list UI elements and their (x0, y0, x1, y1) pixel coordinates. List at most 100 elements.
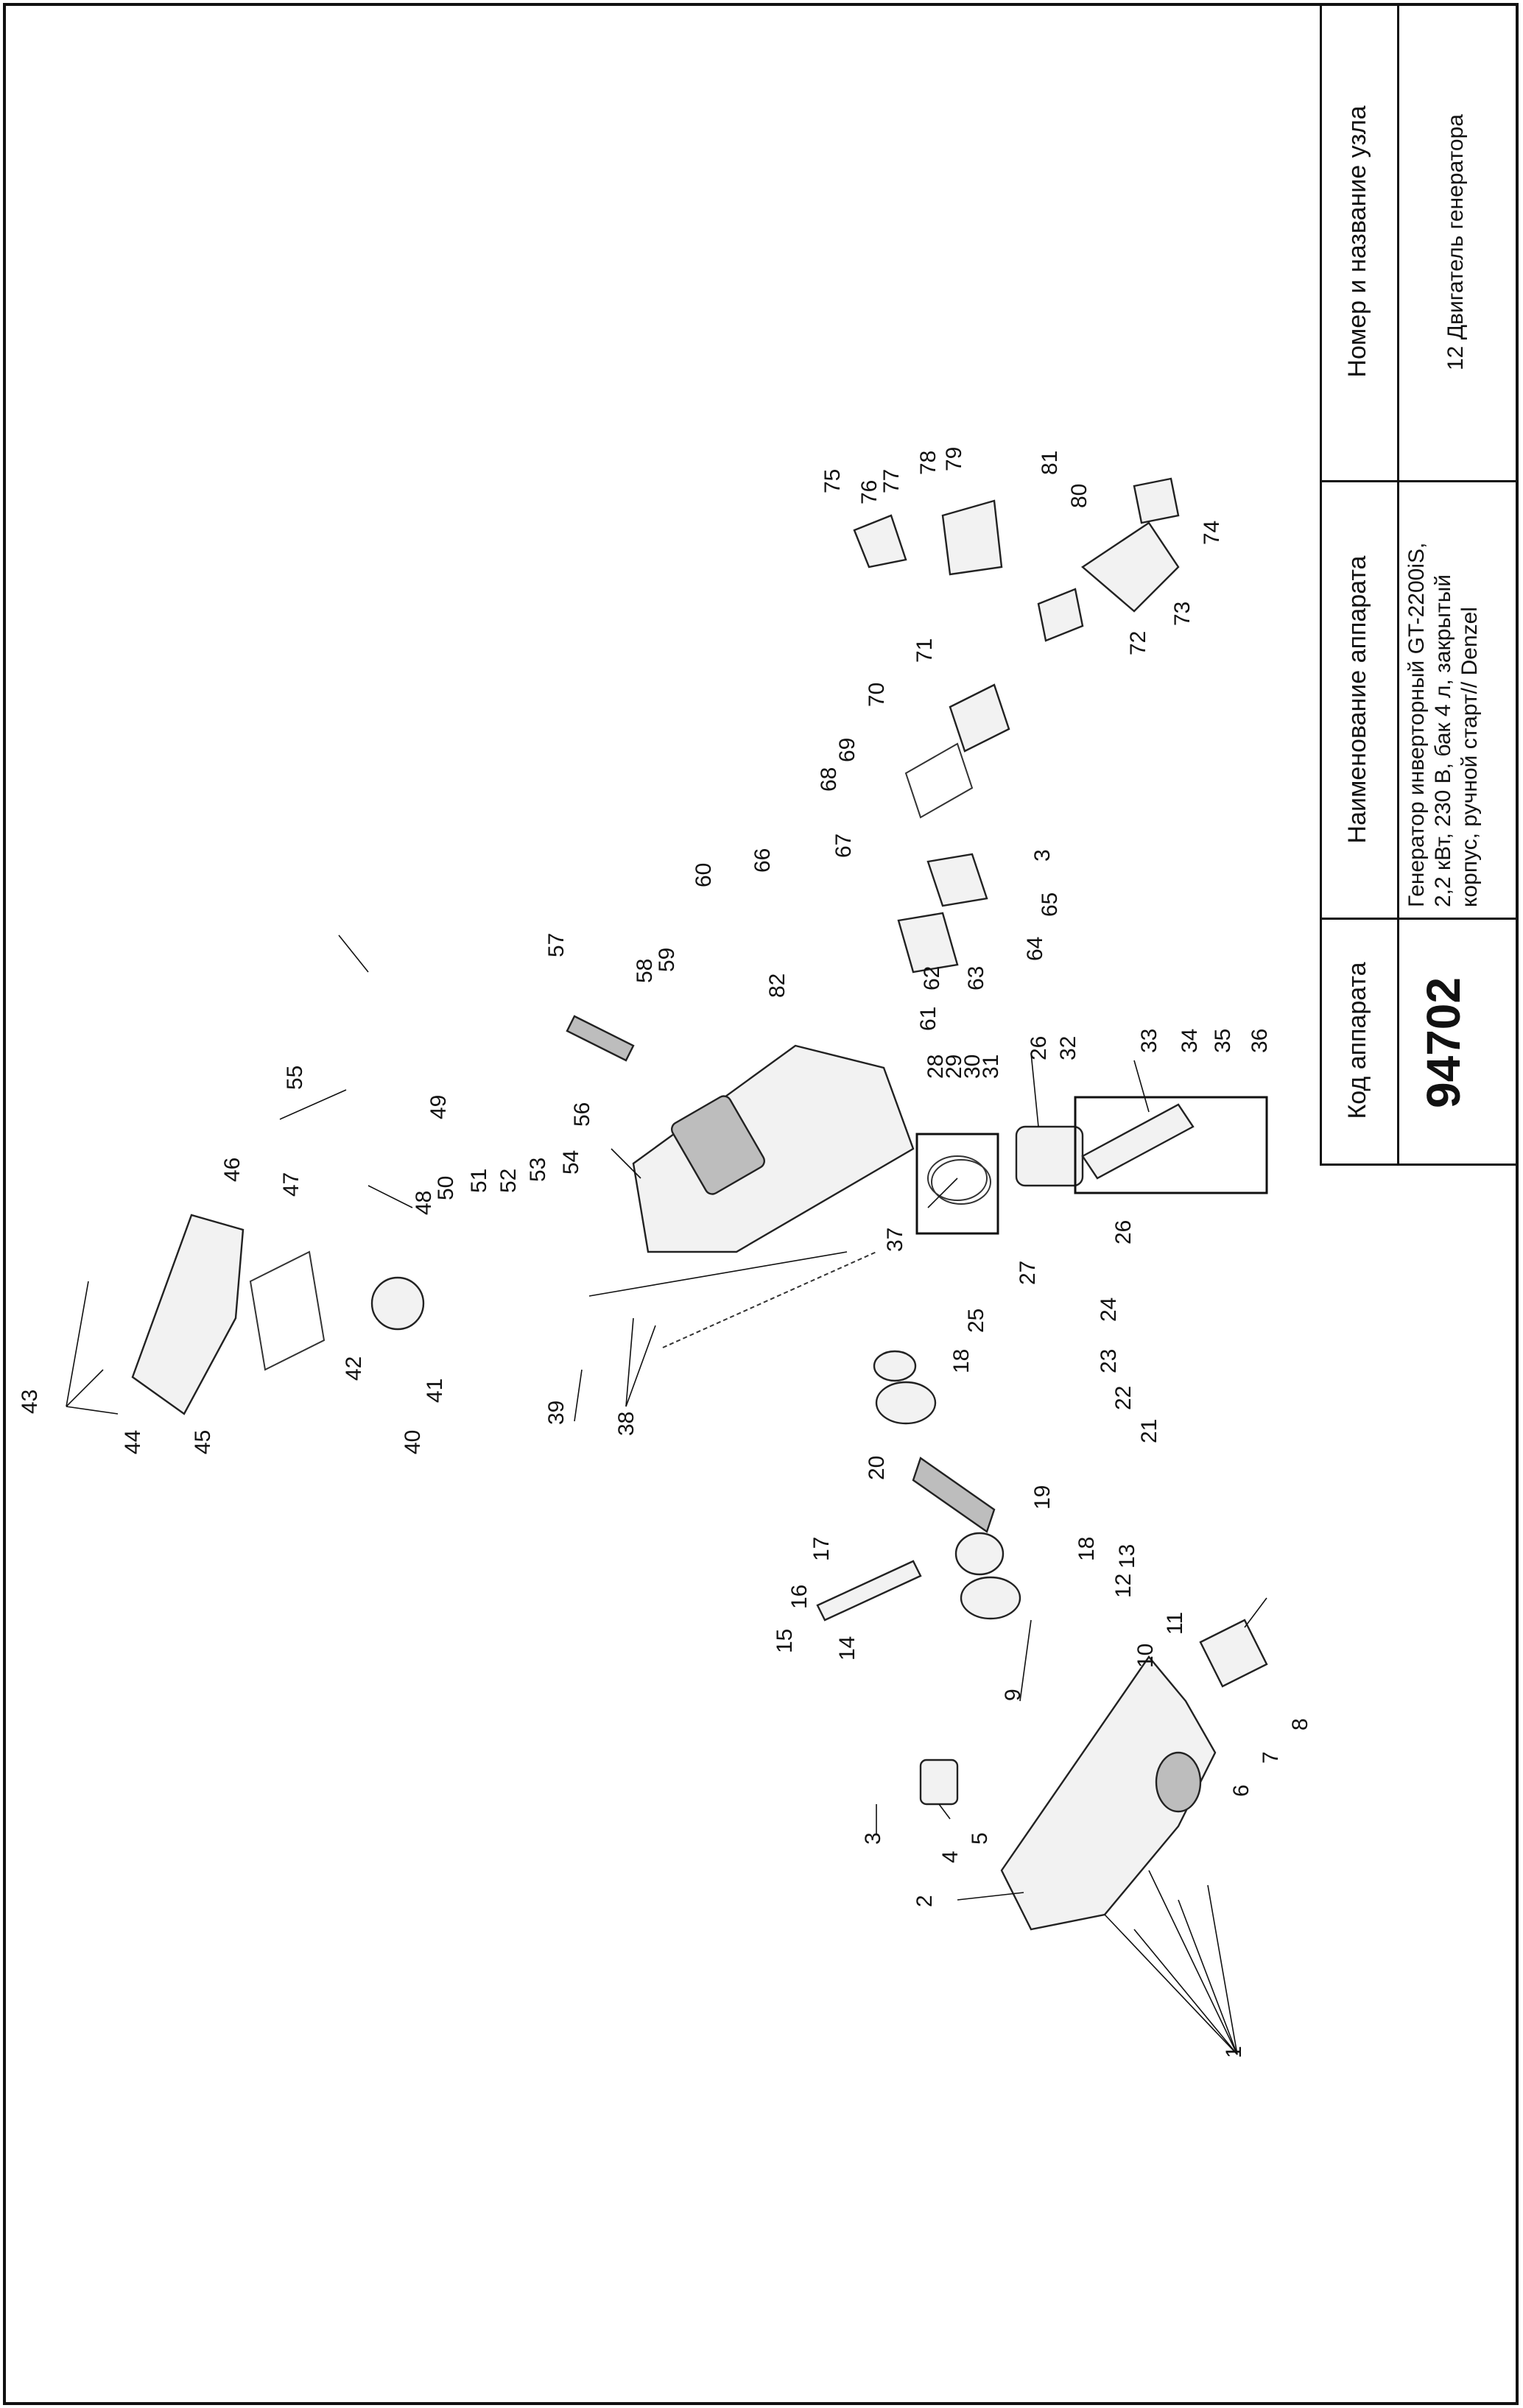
callout-62: 62 (920, 966, 944, 990)
insulator (1037, 588, 1084, 642)
callout-15: 15 (773, 1629, 797, 1653)
device-name-line-2: 2,2 кВт, 230 В, бак 4 л, закрытый (1431, 574, 1455, 907)
callout-43: 43 (18, 1390, 42, 1414)
callout-28: 28 (924, 1055, 948, 1079)
code-value: 94702 (1417, 977, 1470, 1108)
callout-53: 53 (526, 1158, 550, 1182)
plate-64 (897, 912, 959, 974)
callout-10: 10 (1133, 1644, 1158, 1668)
callout-11: 11 (1163, 1612, 1187, 1635)
drawing-frame (3, 3, 1519, 2405)
callout-27: 27 (1016, 1261, 1040, 1285)
callout-80: 80 (1067, 484, 1091, 508)
callout-82: 82 (765, 974, 789, 998)
callout-64: 64 (1023, 937, 1047, 961)
callout-23: 23 (1097, 1349, 1121, 1373)
chain-guide (816, 1560, 922, 1622)
callout-20: 20 (865, 1456, 889, 1480)
callout-58: 58 (633, 959, 657, 983)
callout-26-second: 26 (1111, 1220, 1136, 1245)
callout-40: 40 (401, 1430, 425, 1454)
callout-65: 65 (1038, 893, 1062, 917)
callout-37: 37 (883, 1228, 907, 1252)
oil-seal (873, 1350, 917, 1382)
callout-48: 48 (412, 1191, 436, 1215)
plate-65 (926, 853, 988, 907)
callout-13: 13 (1115, 1544, 1139, 1569)
callout-74: 74 (1200, 521, 1224, 545)
callout-30: 30 (960, 1055, 985, 1079)
callout-63: 63 (964, 966, 988, 990)
callout-47: 47 (279, 1172, 303, 1197)
cylinder-bore (670, 1095, 766, 1195)
callout-18-second: 18 (949, 1349, 974, 1373)
callout-19: 19 (1030, 1485, 1055, 1510)
callout-56: 56 (570, 1102, 594, 1127)
carburetor (1081, 521, 1180, 613)
conrod-group-frame (1074, 1096, 1268, 1194)
callout-7: 7 (1259, 1751, 1283, 1764)
callout-29: 29 (942, 1055, 966, 1079)
gasket-plate (1199, 1619, 1268, 1688)
callout-14: 14 (835, 1636, 859, 1661)
crankshaft-gear (954, 1532, 1005, 1576)
air-cleaner-bracket (1133, 477, 1180, 524)
unit-value: 12 Двигатель генератора (1443, 114, 1468, 370)
callout-44: 44 (121, 1430, 145, 1454)
bearing-upper (875, 1381, 937, 1425)
callout-8: 8 (1288, 1718, 1312, 1731)
callout-52: 52 (496, 1169, 521, 1193)
callout-77: 77 (879, 469, 904, 493)
unit-header: Номер и название узла (1343, 105, 1371, 378)
choke-assembly (853, 514, 907, 568)
callout-46: 46 (220, 1158, 245, 1182)
device-name-header: Наименование аппарата (1343, 555, 1371, 844)
intake-spacer (949, 683, 1010, 753)
callout-49: 49 (426, 1095, 451, 1119)
callout-1: 1 (1222, 2046, 1246, 2058)
callout-38: 38 (614, 1412, 639, 1436)
callout-3-second: 3 (1030, 849, 1055, 862)
bearing-lower (960, 1576, 1021, 1620)
callout-35: 35 (1211, 1029, 1235, 1053)
head-gasket (249, 1250, 326, 1371)
callout-2: 2 (912, 1895, 937, 1907)
piston-ring-a (927, 1155, 988, 1201)
connecting-rod (1081, 1103, 1195, 1180)
callout-45: 45 (191, 1430, 215, 1454)
callout-66: 66 (750, 848, 775, 873)
part-shapes (131, 477, 1268, 1931)
callout-labels: 1 2 3 4 5 6 7 8 9 10 11 12 13 14 15 16 1… (18, 447, 1312, 2058)
callout-55: 55 (283, 1066, 307, 1090)
title-block: Номер и название узла 12 Двигатель генер… (1320, 3, 1519, 1166)
callout-24: 24 (1097, 1298, 1121, 1322)
callout-57: 57 (544, 933, 569, 957)
callout-51: 51 (467, 1169, 491, 1193)
rings-group-frame (915, 1133, 999, 1235)
callout-41: 41 (423, 1379, 447, 1403)
leader-lines (66, 934, 1267, 2055)
callout-69: 69 (835, 738, 859, 762)
callout-79: 79 (942, 447, 966, 471)
callout-17: 17 (809, 1537, 834, 1561)
callout-9: 9 (1001, 1689, 1025, 1701)
callout-73: 73 (1170, 602, 1195, 626)
callout-70: 70 (865, 683, 889, 707)
callout-16: 16 (787, 1585, 812, 1609)
callout-5: 5 (968, 1832, 992, 1845)
callout-72: 72 (1126, 631, 1150, 655)
callout-22: 22 (1111, 1386, 1136, 1410)
callout-61: 61 (916, 1007, 940, 1031)
callout-68: 68 (817, 767, 841, 792)
callout-3: 3 (861, 1832, 885, 1845)
device-name-line-1: Генератор инверторный GT-2200iS, (1404, 542, 1429, 907)
device-name-value: Генератор инверторный GT-2200iS, 2,2 кВт… (1404, 495, 1486, 907)
callout-76: 76 (857, 480, 882, 504)
callout-71: 71 (912, 638, 937, 663)
callout-60: 60 (692, 863, 716, 887)
callout-39: 39 (544, 1401, 569, 1425)
callout-75: 75 (820, 469, 845, 493)
throttle-lever (941, 499, 1003, 576)
cam-gear (370, 1276, 425, 1331)
